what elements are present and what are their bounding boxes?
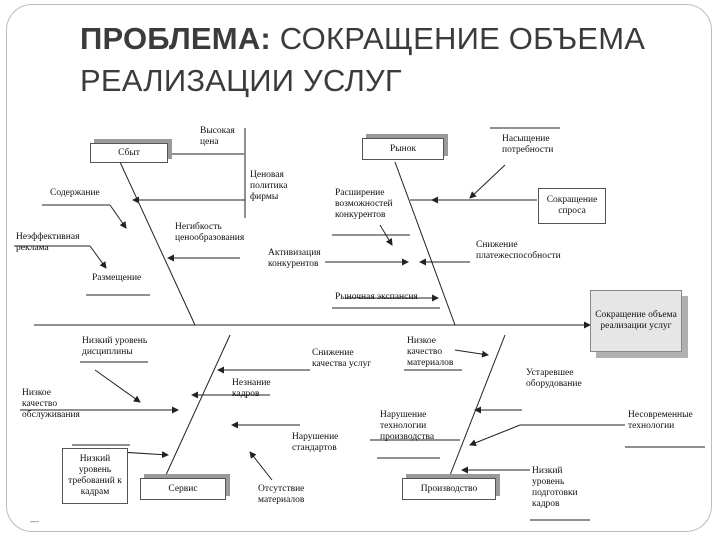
slide-title: ПРОБЛЕМА: СОКРАЩЕНИЕ ОБЪЕМА РЕАЛИЗАЦИИ У… bbox=[80, 18, 680, 102]
cause-narushenie-standartov: Нарушение стандартов bbox=[292, 432, 339, 453]
slide-frame bbox=[6, 4, 712, 532]
cause-gibkost: Негибкость ценообразования bbox=[175, 222, 245, 243]
cause-rasshirenie: Расширение возможностей конкурентов bbox=[335, 188, 393, 220]
arrow-disciplina-diag bbox=[94, 369, 141, 403]
cause-neeffektivnaya-reklama: Неэффективная реклама bbox=[16, 232, 80, 253]
category-servis-label: Сервис bbox=[168, 483, 198, 494]
category-servis: Сервис bbox=[140, 478, 226, 500]
result-box: Сокращение объема реализации услуг bbox=[590, 290, 682, 352]
cause-aktivizaciya: Активизация конкурентов bbox=[268, 248, 321, 269]
cause-snizhenie-plat: Снижение платежеспособности bbox=[476, 240, 561, 261]
category-sbyt-label: Сбыт bbox=[118, 147, 140, 158]
cause-nizkiy-uroven-discipliny: Низкий уровень дисциплины bbox=[82, 336, 148, 357]
cause-rynochnaya-ekspansiya: Рыночная экспансия bbox=[335, 292, 418, 302]
category-rynok: Рынок bbox=[362, 138, 444, 160]
category-rynok-label: Рынок bbox=[389, 143, 417, 154]
arrow-kachestvo-mat bbox=[454, 349, 489, 358]
cause-nizkiy-uroven-treb: Низкий уровень требований к кадрам bbox=[62, 448, 128, 504]
cause-nizkiy-uroven-podg: Низкий уровень подготовки кадров bbox=[532, 466, 578, 509]
category-proizvodstvo: Производство bbox=[402, 478, 496, 500]
cause-vysokaya-cena: Высокая цена bbox=[200, 126, 235, 147]
cause-sokrashchenie-sprosa: Сокращение спроса bbox=[538, 188, 606, 224]
cause-soderzhanie: Содержание bbox=[50, 188, 100, 198]
arrow-reklama-diag bbox=[89, 245, 107, 269]
title-rest: СОКРАЩЕНИЕ ОБЪЕМА РЕАЛИЗАЦИИ УСЛУГ bbox=[80, 21, 646, 98]
title-bold: ПРОБЛЕМА: bbox=[80, 21, 271, 56]
cause-narushenie-tehnologii: Нарушение технологии производства bbox=[380, 410, 435, 442]
cause-razmeshchenie: Размещение bbox=[92, 273, 142, 283]
cause-nizkoe-kachestvo-mat: Низкое качество материалов bbox=[407, 336, 454, 368]
cause-ustarevshee: Устаревшее оборудование bbox=[526, 368, 582, 389]
cause-nesovremennye: Несовременные технологии bbox=[628, 410, 693, 431]
bone-rynok bbox=[394, 161, 456, 326]
arrow-nesovremennye-diag bbox=[469, 424, 521, 447]
cause-cenovaya-politika: Ценовая политика фирмы bbox=[250, 170, 288, 202]
bone-servis bbox=[159, 334, 231, 489]
cause-otsutstvie-mat: Отсутствие материалов bbox=[258, 484, 305, 505]
cause-neznanie-kadrov: Незнание кадров bbox=[232, 378, 271, 399]
category-sbyt: Сбыт bbox=[90, 143, 168, 163]
arrow-trebovaniya-diag bbox=[119, 451, 169, 459]
cause-nasyshchenie: Насыщение потребности bbox=[502, 134, 554, 155]
arrow-otsutstvie-diag bbox=[249, 451, 273, 481]
corner-mark: — bbox=[30, 516, 39, 526]
category-proizvodstvo-label: Производство bbox=[420, 483, 478, 494]
arrow-soderzhanie-diag bbox=[109, 204, 127, 229]
bone-sbyt bbox=[119, 161, 196, 326]
cause-nizkoe-kachestvo-obsl: Низкое качество обслуживания bbox=[22, 388, 80, 420]
arrow-nasyshchenie bbox=[469, 164, 506, 199]
cause-snizhenie-kachestva: Снижение качества услуг bbox=[312, 348, 372, 369]
result-label: Сокращение объема реализации услуг bbox=[595, 310, 677, 331]
